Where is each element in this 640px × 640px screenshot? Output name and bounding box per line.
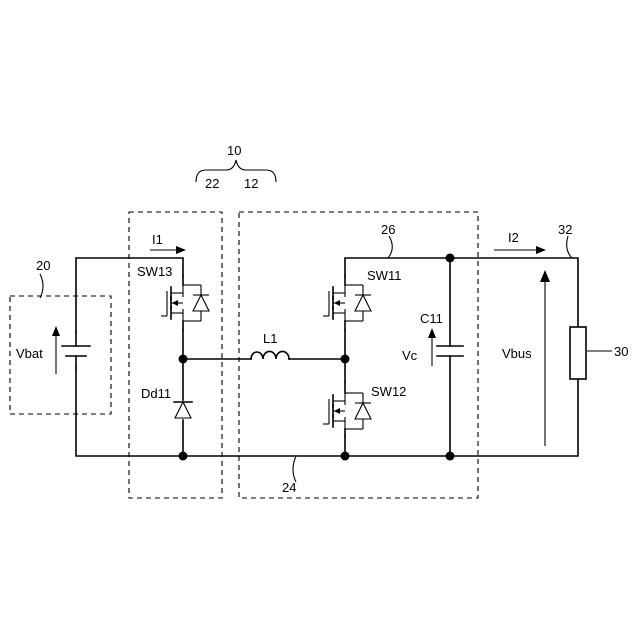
ref-12-label: 12 <box>244 176 258 191</box>
sw11-label: SW11 <box>367 268 401 283</box>
sw12-mosfet-icon <box>323 382 371 436</box>
c11-label: C11 <box>420 311 443 326</box>
l1-label: L1 <box>263 331 277 346</box>
sw12-label: SW12 <box>371 384 406 399</box>
c11-capacitor-icon <box>437 346 463 356</box>
vc-arrow <box>428 328 436 366</box>
ref-24-label: 24 <box>282 480 296 495</box>
ref-20-label: 20 <box>36 258 50 273</box>
ref-22-label: 22 <box>205 176 219 191</box>
vc-label: Vc <box>402 348 418 363</box>
battery-icon <box>62 332 90 368</box>
ref-32-label: 32 <box>558 222 572 237</box>
vbus-arrow <box>540 270 550 446</box>
first-converter-boundary <box>129 212 222 498</box>
sw11-mosfet-icon <box>323 276 371 330</box>
i1-label: I1 <box>152 232 163 247</box>
i2-label: I2 <box>508 230 519 245</box>
vbus-label: Vbus <box>502 346 532 361</box>
ref-26-label: 26 <box>381 222 395 237</box>
vbat-label: Vbat <box>16 346 43 361</box>
i2-arrow <box>494 246 546 254</box>
load-resistor-icon <box>570 327 586 379</box>
sw13-mosfet-icon <box>161 276 209 330</box>
sw13-label: SW13 <box>137 264 172 279</box>
dd11-label: Dd11 <box>141 386 171 401</box>
i1-arrow <box>150 246 186 254</box>
dd11-diode-icon <box>174 402 192 418</box>
ref-10-label: 10 <box>227 143 241 158</box>
vbat-arrow <box>52 326 60 374</box>
l1-inductor-icon <box>251 351 289 359</box>
ref-30-label: 30 <box>614 344 628 359</box>
